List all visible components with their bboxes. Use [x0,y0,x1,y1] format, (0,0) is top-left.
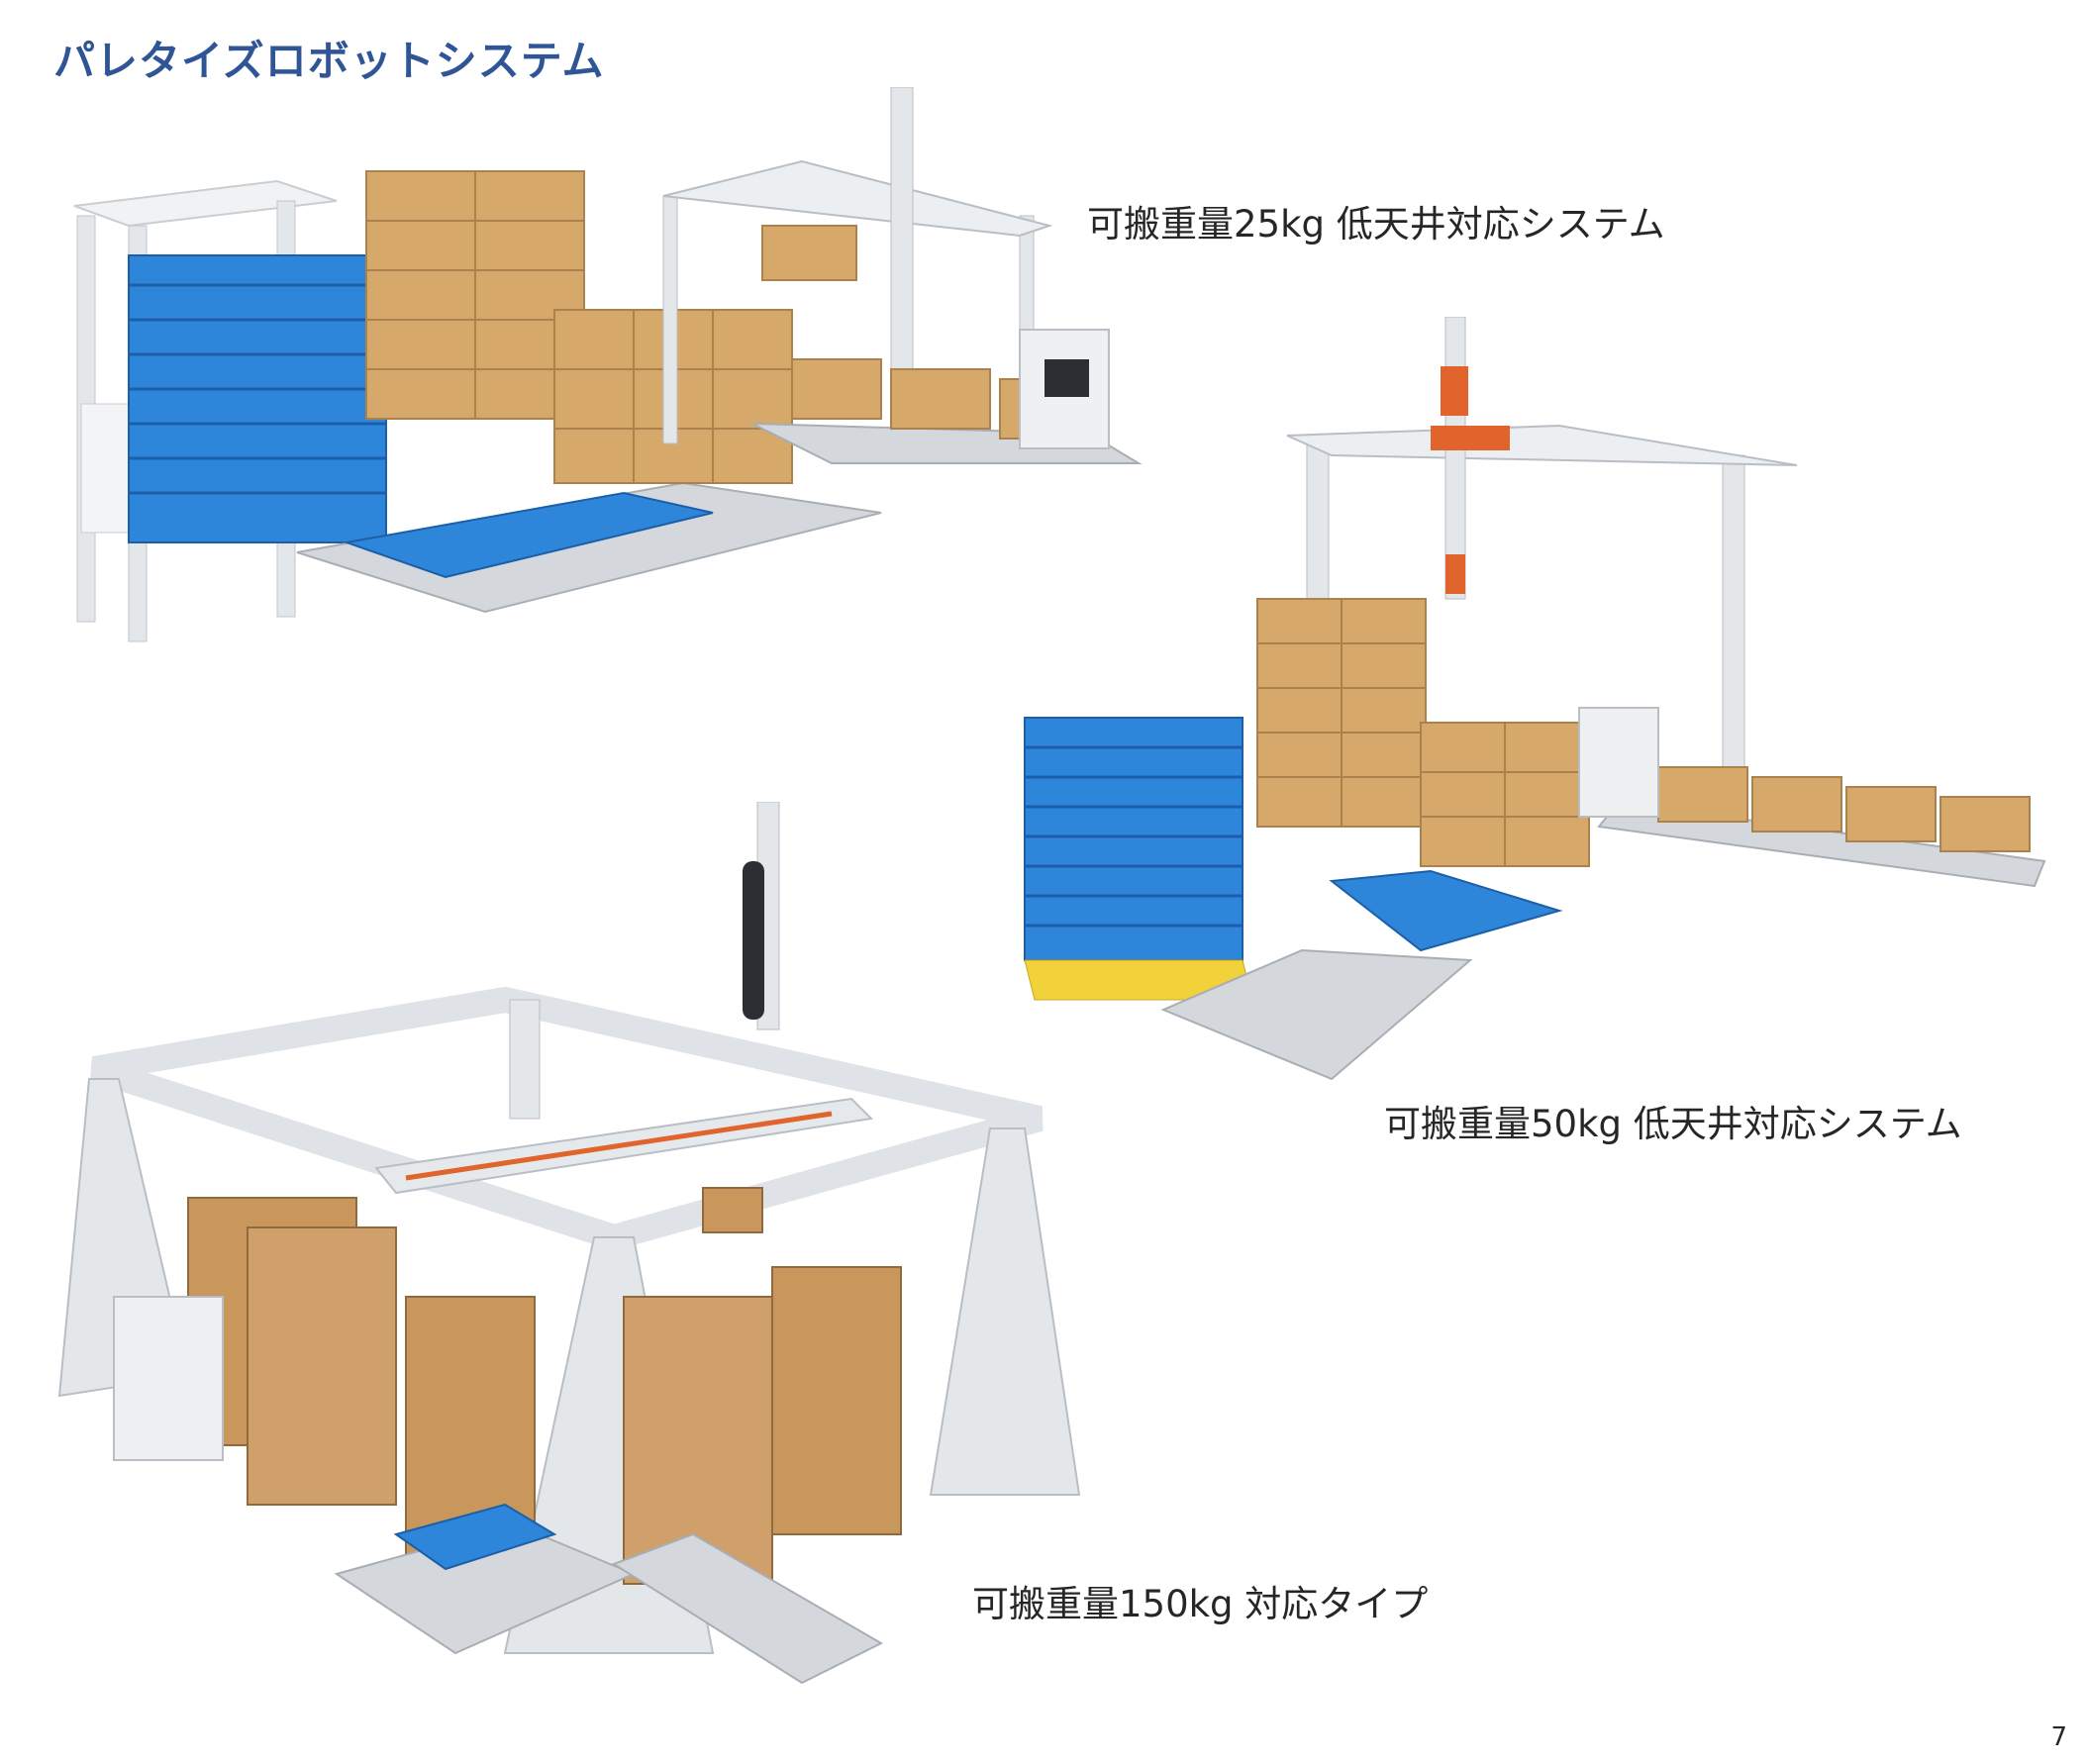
system-caption-50kg: 可搬重量50kg 低天井対応システム [1384,1103,1962,1145]
box-stack [1256,598,1590,867]
pallet-stack [128,254,387,543]
page-title: パレタイズロボットシステム [53,37,605,85]
box-stack [365,170,793,484]
pallet-stack [1024,717,1253,1001]
system-caption-25kg: 可搬重量25kg 低天井対応システム [1087,203,1665,245]
palletizer-150kg-illustration [40,802,1109,1742]
palletizer-50kg-illustration [1005,317,2059,1099]
palletizer-25kg-illustration [69,87,1168,701]
page-number: 7 [2050,1722,2067,1752]
system-caption-150kg: 可搬重量150kg 対応タイプ [972,1583,1429,1625]
